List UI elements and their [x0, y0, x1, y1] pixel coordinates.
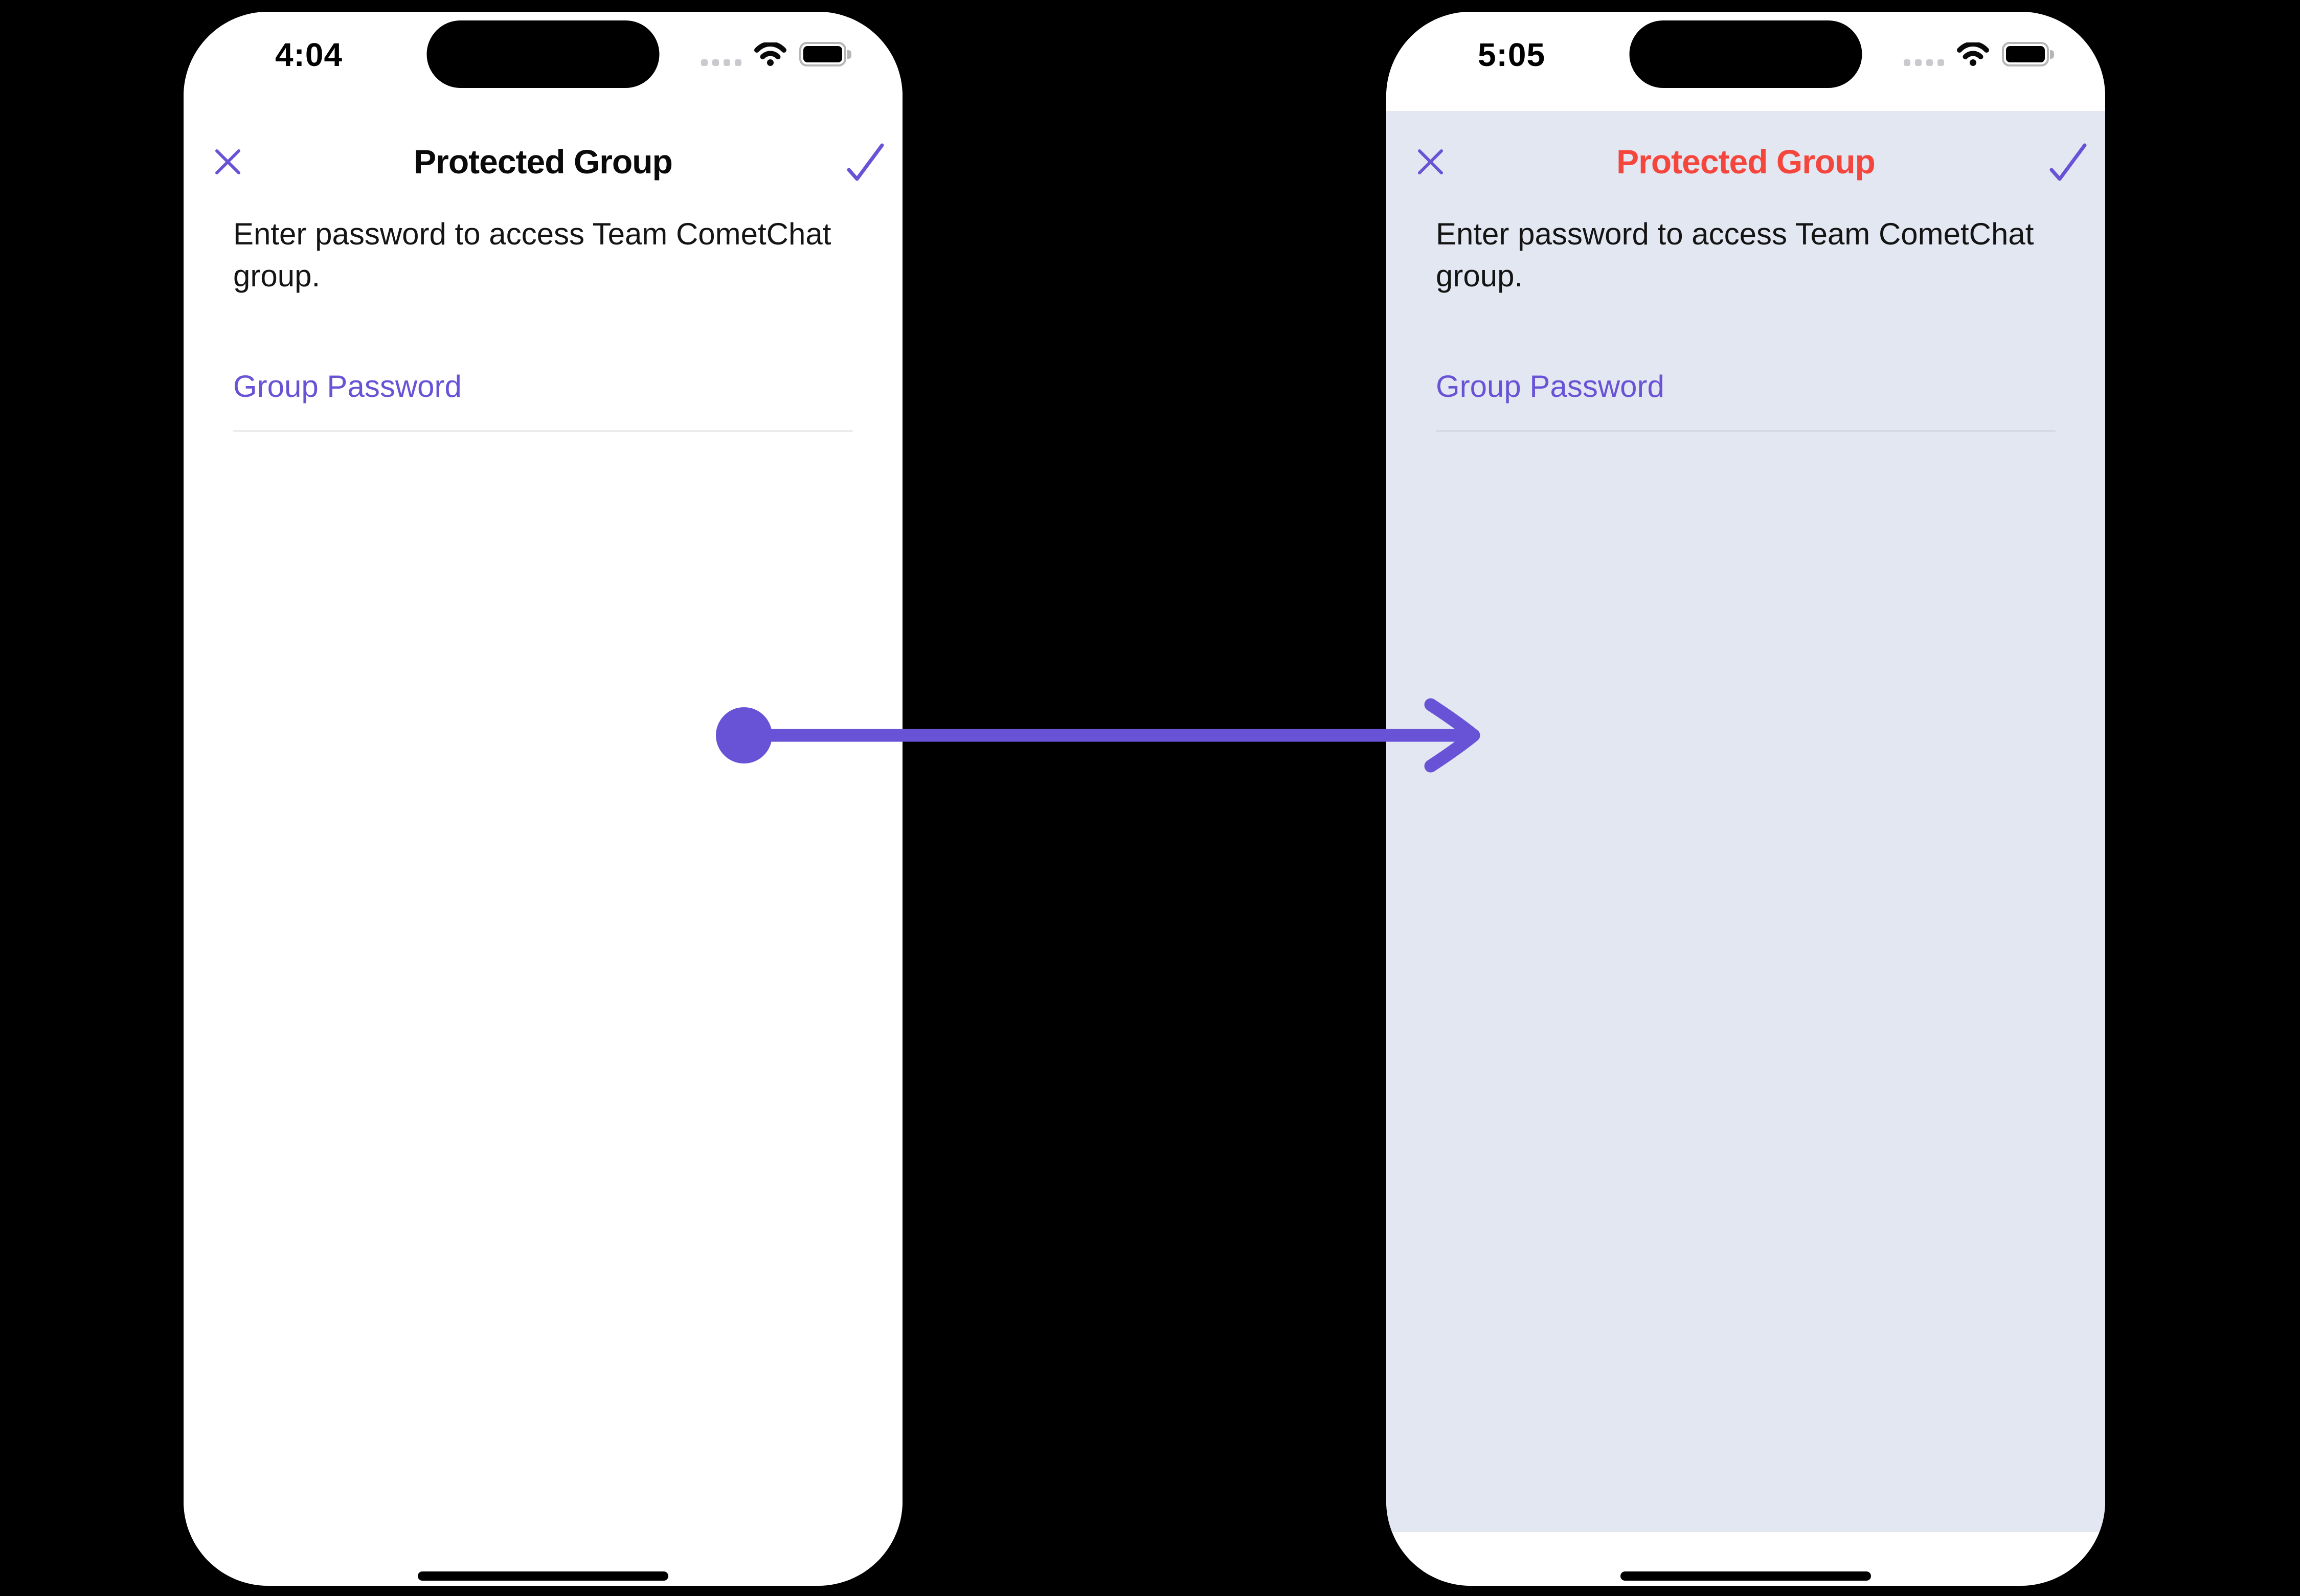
battery-icon	[2002, 42, 2054, 66]
nav-bar: Protected Group	[1386, 118, 2105, 205]
field-underline	[1436, 430, 2056, 432]
group-password-field[interactable]: Group Password	[233, 369, 853, 432]
phone-after: 5:05	[1386, 12, 2105, 1586]
close-button[interactable]	[1416, 147, 1445, 176]
page-title: Protected Group	[1616, 143, 1876, 181]
status-icons	[701, 42, 851, 66]
checkmark-icon	[2049, 143, 2087, 181]
group-password-placeholder: Group Password	[233, 369, 462, 403]
protected-group-screen-themed: Protected Group Enter password to access…	[1386, 111, 2105, 1532]
confirm-button[interactable]	[2047, 141, 2088, 183]
close-icon	[1418, 149, 1443, 174]
wifi-icon	[754, 42, 786, 66]
field-underline	[233, 430, 853, 432]
instruction-text: Enter password to access Team CometChat …	[1436, 217, 2034, 293]
dynamic-island	[426, 20, 660, 88]
transition-arrow-icon	[716, 698, 1480, 773]
protected-group-screen: Protected Group Enter password to access…	[184, 111, 903, 1532]
confirm-button[interactable]	[845, 141, 886, 183]
phone-before: 4:04	[184, 12, 903, 1586]
home-indicator	[418, 1571, 668, 1581]
instruction-text: Enter password to access Team CometChat …	[233, 217, 831, 293]
group-password-field[interactable]: Group Password	[1436, 369, 2056, 432]
group-password-placeholder: Group Password	[1436, 369, 1664, 403]
cellular-signal-icon	[1904, 59, 1944, 66]
dynamic-island	[1629, 20, 1862, 88]
status-icons	[1904, 42, 2054, 66]
checkmark-icon	[847, 143, 884, 181]
status-bar: 5:05	[1386, 12, 2105, 111]
wifi-icon	[1957, 42, 1989, 66]
home-indicator	[1620, 1571, 1871, 1581]
battery-icon	[799, 42, 851, 66]
status-bar: 4:04	[184, 12, 903, 111]
status-time: 5:05	[1477, 36, 1546, 73]
cellular-signal-icon	[701, 59, 741, 66]
nav-bar: Protected Group	[184, 118, 903, 205]
close-icon	[215, 149, 240, 174]
page-title: Protected Group	[414, 143, 673, 181]
status-time: 4:04	[275, 36, 343, 73]
close-button[interactable]	[213, 147, 242, 176]
